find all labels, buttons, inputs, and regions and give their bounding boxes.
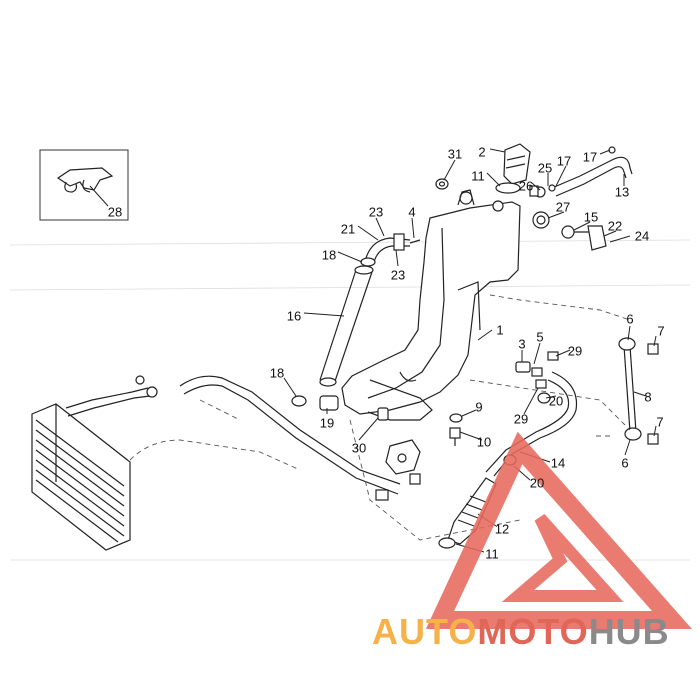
callout-7: 7 — [656, 414, 663, 429]
callout-30: 30 — [352, 440, 366, 455]
oil-cooler — [31, 403, 131, 551]
callout-6: 6 — [626, 311, 633, 326]
callout-17: 17 — [557, 153, 571, 168]
callout-19: 19 — [320, 415, 334, 430]
callout-3: 3 — [518, 336, 525, 351]
callout-14: 14 — [551, 455, 565, 470]
callout-26: 26 — [519, 178, 533, 193]
callout-16: 16 — [287, 308, 301, 323]
callout-29: 29 — [568, 343, 582, 358]
callout-20: 20 — [530, 475, 544, 490]
level-sensor — [532, 211, 631, 251]
callout-4: 4 — [408, 204, 415, 219]
brand-part-auto: AUTO — [372, 611, 478, 652]
drain-bolt — [449, 413, 463, 446]
callout-9: 9 — [475, 399, 482, 414]
callout-20: 20 — [549, 393, 563, 408]
brand-part-moto: MOTO — [477, 611, 589, 652]
callout-27: 27 — [556, 199, 570, 214]
callout-23: 23 — [369, 204, 383, 219]
callout-18: 18 — [322, 247, 336, 262]
callout-7: 7 — [657, 323, 664, 338]
callout-29: 29 — [514, 411, 528, 426]
mounting-bracket — [385, 439, 421, 485]
callout-8: 8 — [644, 389, 651, 404]
assembly-dashes — [199, 294, 631, 541]
callout-18: 18 — [270, 365, 284, 380]
callout-11: 11 — [485, 546, 499, 561]
callout-13: 13 — [615, 184, 629, 199]
filler-cap — [495, 143, 531, 194]
washer-31 — [435, 178, 449, 190]
callout-23: 23 — [391, 267, 405, 282]
callout-11: 11 — [471, 168, 485, 183]
cooler-hoses — [65, 375, 401, 501]
hose-16 — [319, 257, 376, 387]
callout-1: 1 — [496, 322, 503, 337]
callout-2: 2 — [478, 144, 485, 159]
inset-box-part-28 — [39, 149, 129, 221]
hose-fittings — [515, 351, 559, 404]
callout-5: 5 — [536, 329, 543, 344]
callout-28: 28 — [108, 204, 122, 219]
callout-17: 17 — [583, 149, 597, 164]
callout-25: 25 — [538, 160, 552, 175]
breather-hose — [529, 146, 633, 198]
brand-part-hub: HUB — [588, 611, 670, 652]
callout-31: 31 — [448, 146, 462, 161]
oil-tank — [341, 189, 521, 421]
oil-filter-strainer — [438, 477, 497, 549]
clamp-19 — [291, 395, 339, 411]
callout-10: 10 — [477, 434, 491, 449]
callout-21: 21 — [341, 221, 355, 236]
support-rod — [618, 337, 659, 445]
watermark-logo-triangle — [425, 431, 692, 629]
breather-pipe-21 — [365, 233, 421, 263]
callout-22: 22 — [608, 218, 622, 233]
watermark-brand: AUTOMOTOHUB — [372, 612, 670, 652]
callout-24: 24 — [635, 228, 649, 243]
callout-12: 12 — [495, 521, 509, 536]
callout-6: 6 — [621, 455, 628, 470]
callout-15: 15 — [584, 209, 598, 224]
